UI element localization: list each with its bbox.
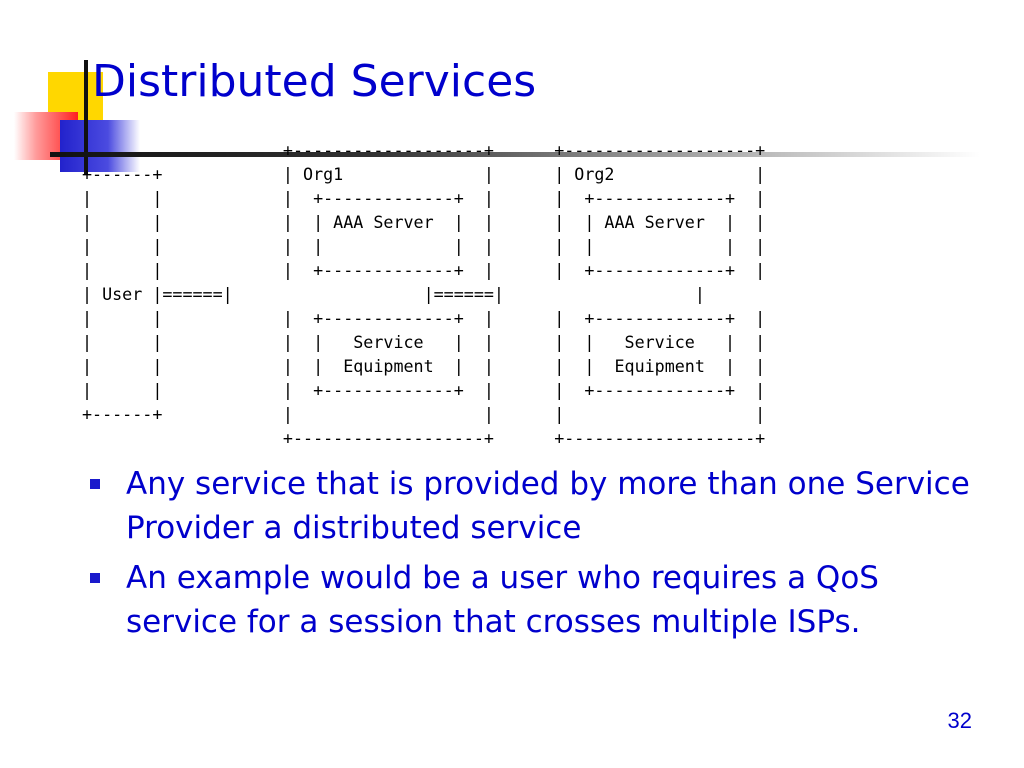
bullet-text: Any service that is provided by more tha…	[126, 466, 970, 546]
square-bullet-icon	[90, 573, 100, 583]
slide-title: Distributed Services	[92, 56, 537, 107]
bullet-text: An example would be a user who requires …	[126, 560, 879, 640]
bullet-item: Any service that is provided by more tha…	[90, 462, 970, 550]
decorative-blue-square	[60, 120, 140, 172]
square-bullet-icon	[90, 479, 100, 489]
bullet-item: An example would be a user who requires …	[90, 556, 970, 644]
page-number: 32	[947, 708, 972, 733]
decorative-vertical-line	[84, 60, 88, 175]
title-underline-rule	[50, 152, 980, 157]
bullet-list: Any service that is provided by more tha…	[90, 462, 970, 650]
ascii-architecture-diagram: +-------------------+ +-----------------…	[82, 140, 766, 448]
